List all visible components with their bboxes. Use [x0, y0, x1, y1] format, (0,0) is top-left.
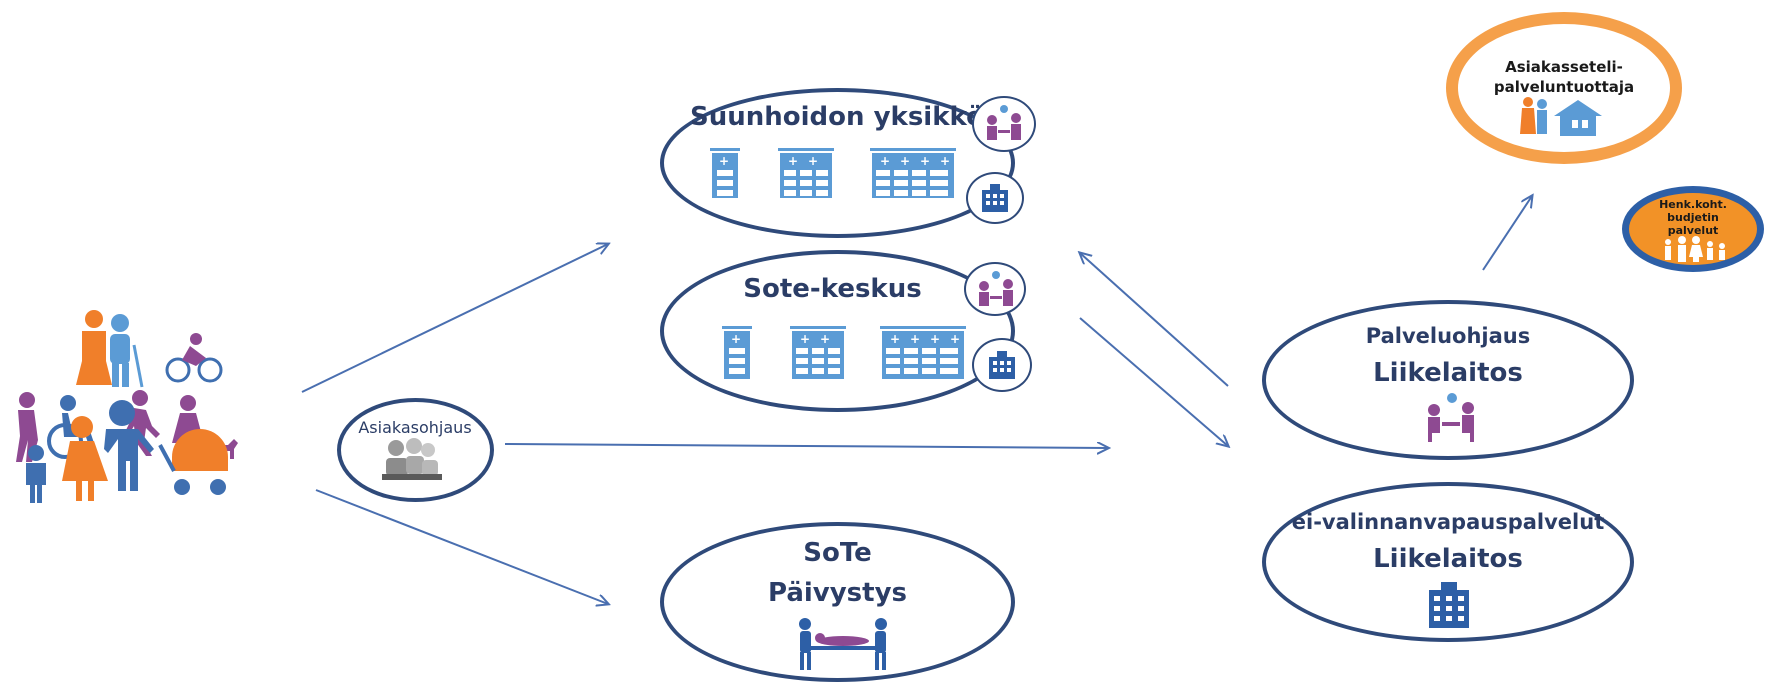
paivystys-node — [660, 522, 1015, 682]
building-icon: + + + + + + + — [722, 326, 966, 379]
henk-label-line3: palvelut — [1667, 224, 1719, 237]
paivystys-label-line1: SoTe — [803, 538, 872, 568]
building-icon: + + + + + + + — [710, 148, 956, 198]
palveluohjaus-label-line2: Liikelaitos — [1373, 358, 1523, 388]
svg-text:+: + — [890, 332, 900, 346]
svg-text:+: + — [950, 332, 960, 346]
svg-text:+: + — [940, 154, 950, 168]
henk-label-line2: budjetin — [1667, 211, 1719, 224]
paivystys-label-line2: Päivystys — [767, 578, 908, 608]
arrow-people-to-suunhoito — [301, 244, 608, 393]
palveluohjaus-label-line1: Palveluohjaus — [1365, 324, 1531, 348]
meeting-icon — [987, 105, 1021, 140]
ei-valinnanvapaus-label-line2: Liikelaitos — [1373, 544, 1523, 574]
svg-text:+: + — [920, 154, 930, 168]
svg-text:+: + — [800, 332, 810, 346]
henk-label-line1: Henk.koht. — [1659, 198, 1727, 211]
asiakasseteli-node — [1446, 12, 1682, 164]
arrow-people-to-paivystys — [315, 489, 608, 604]
sote-keskus-meeting-badge — [964, 262, 1026, 316]
office-building-icon — [989, 351, 1015, 379]
palveluohjaus-node — [1262, 300, 1634, 460]
asiakasohjaus-label: Asiakasohjaus — [358, 418, 472, 437]
office-building-icon — [982, 184, 1008, 212]
arrow-asiakasohjaus-to-right — [504, 444, 1108, 448]
asiakasseteli-label-line2: palveluntuottaja — [1493, 78, 1635, 96]
svg-text:+: + — [900, 154, 910, 168]
arrow-sote-to-palveluohjaus — [1079, 317, 1228, 446]
house-icon — [1520, 97, 1602, 136]
arrow-palveluohjaus-to-asiakasseteli — [1482, 196, 1532, 271]
svg-text:+: + — [880, 154, 890, 168]
sote-keskus-label: Sote-keskus — [743, 274, 922, 304]
suunhoito-label: Suunhoidon yksikkö — [690, 102, 984, 132]
meeting-icon — [1428, 393, 1474, 442]
meeting-icon — [979, 271, 1013, 306]
people-group-icon — [16, 310, 238, 503]
svg-text:+: + — [820, 332, 830, 346]
svg-text:+: + — [910, 332, 920, 346]
svg-text:+: + — [788, 154, 798, 168]
svg-text:+: + — [808, 154, 818, 168]
office-building-icon — [1429, 582, 1469, 628]
arrow-palveluohjaus-to-sote — [1080, 253, 1229, 387]
call-center-icon — [382, 438, 442, 480]
family-icon — [1665, 236, 1725, 262]
ei-valinnanvapaus-label-line1: ei-valinnanvapauspalvelut — [1291, 510, 1605, 534]
svg-text:+: + — [731, 332, 741, 346]
asiakasseteli-label-line1: Asiakasseteli- — [1505, 58, 1623, 76]
stretcher-icon — [799, 618, 887, 670]
svg-text:+: + — [930, 332, 940, 346]
svg-text:+: + — [719, 154, 729, 168]
